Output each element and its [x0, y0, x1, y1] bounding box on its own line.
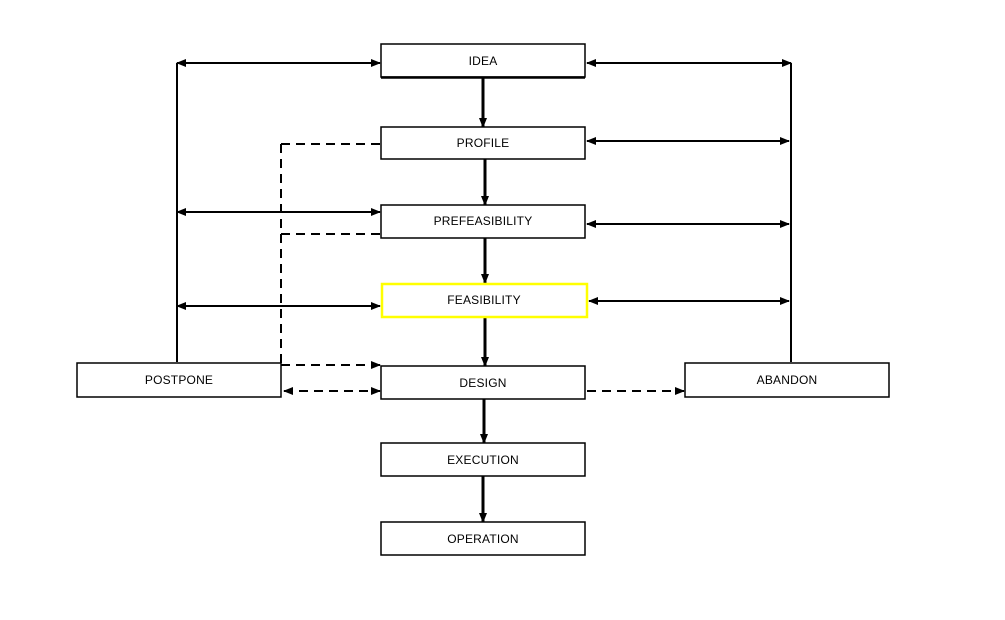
node-prefeasibility: PREFEASIBILITY	[380, 204, 586, 239]
node-profile: PROFILE	[380, 126, 586, 160]
node-postpone: POSTPONE	[76, 362, 282, 398]
node-prefeasibility-label: PREFEASIBILITY	[434, 214, 533, 228]
node-execution: EXECUTION	[380, 442, 586, 477]
node-idea-label: IDEA	[469, 54, 498, 68]
connectors	[176, 59, 792, 523]
node-design-label: DESIGN	[459, 376, 506, 390]
node-execution-label: EXECUTION	[447, 453, 519, 467]
node-profile-label: PROFILE	[457, 136, 510, 150]
node-operation: OPERATION	[380, 521, 586, 556]
node-abandon: ABANDON	[684, 362, 890, 398]
node-abandon-label: ABANDON	[757, 373, 818, 387]
nodes: IDEA PROFILE PREFEASIBILITY FEASIBILITY …	[76, 43, 890, 556]
node-operation-label: OPERATION	[447, 532, 519, 546]
node-feasibility-label: FEASIBILITY	[447, 293, 521, 307]
node-design: DESIGN	[380, 365, 586, 400]
node-feasibility: FEASIBILITY	[380, 282, 589, 319]
node-idea: IDEA	[380, 43, 586, 79]
node-postpone-label: POSTPONE	[145, 373, 213, 387]
